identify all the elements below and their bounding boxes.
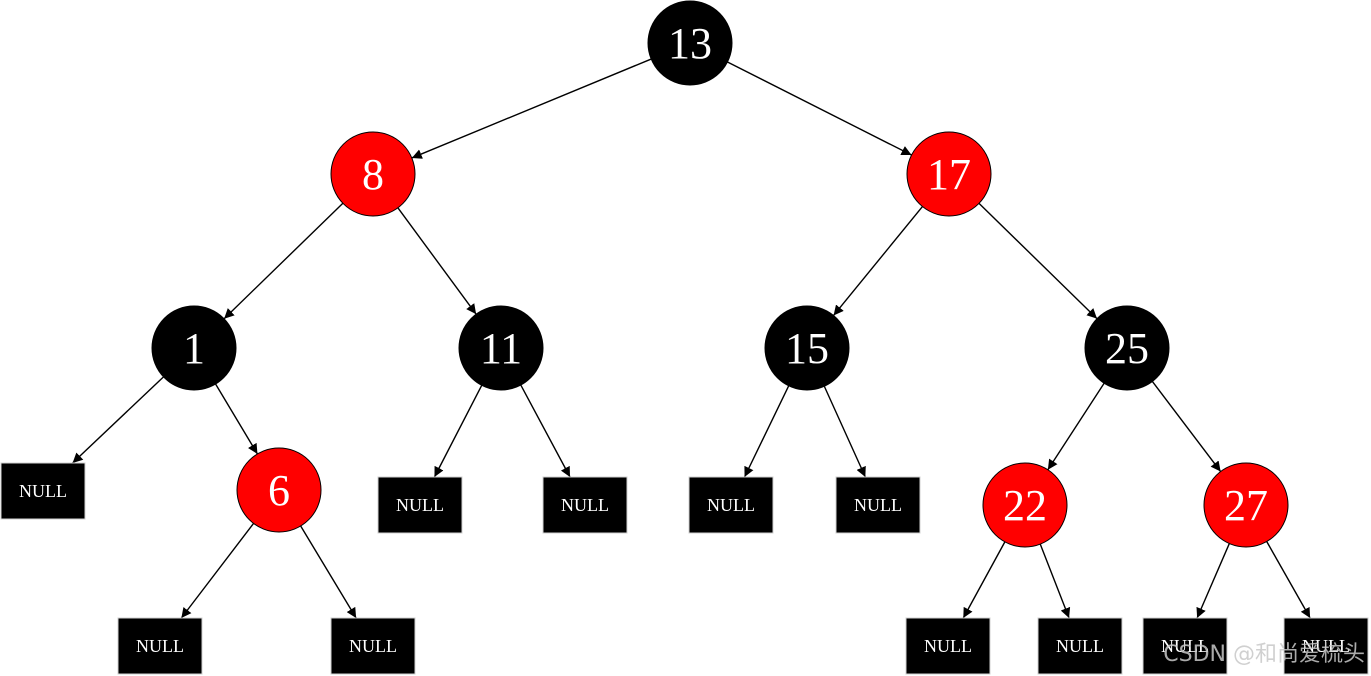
node-circle xyxy=(458,305,544,391)
node-circle xyxy=(330,131,416,217)
tree-node-n27: 27 xyxy=(1203,462,1289,548)
edge-n8-n11 xyxy=(397,207,477,315)
null-label: NULL xyxy=(349,636,397,656)
edges-layer xyxy=(72,58,1311,619)
edge-n11-null11R xyxy=(520,384,571,478)
edge-n27-null27L xyxy=(1196,543,1230,619)
null-box xyxy=(117,617,203,675)
tree-node-n6: 6 xyxy=(236,447,322,533)
node-label: 8 xyxy=(362,150,384,199)
null-label: NULL xyxy=(561,495,609,515)
null-label: NULL xyxy=(924,636,972,656)
node-circle xyxy=(1203,462,1289,548)
node-label: 15 xyxy=(785,324,829,373)
null-label: NULL xyxy=(396,495,444,515)
null-leaf-null22L: NULL xyxy=(905,617,991,675)
null-box xyxy=(688,476,774,534)
edge-n1-null1L xyxy=(72,376,164,464)
null-leaf-null15R: NULL xyxy=(835,476,921,534)
node-label: 11 xyxy=(480,324,522,373)
edge-n25-n27 xyxy=(1151,381,1222,472)
null-leaf-null6L: NULL xyxy=(117,617,203,675)
node-label: 27 xyxy=(1224,481,1268,530)
node-label: 25 xyxy=(1105,324,1149,373)
tree-node-n1: 1 xyxy=(151,305,237,391)
edge-n27-null27R xyxy=(1266,541,1311,619)
node-circle xyxy=(236,447,322,533)
node-circle xyxy=(764,305,850,391)
null-leaf-null11L: NULL xyxy=(377,476,463,534)
null-box xyxy=(1037,617,1123,675)
tree-node-n15: 15 xyxy=(764,305,850,391)
node-circle xyxy=(906,131,992,217)
watermark-text: CSDN @和尚爱梳头 xyxy=(1163,642,1365,667)
edge-n15-null15L xyxy=(743,385,790,478)
null-box xyxy=(0,462,86,520)
edge-n17-n15 xyxy=(833,206,923,316)
null-label: NULL xyxy=(1302,636,1350,656)
edge-n6-null6L xyxy=(180,522,255,619)
tree-node-n13: 13 xyxy=(647,0,733,86)
null-box xyxy=(330,617,416,675)
tree-node-n11: 11 xyxy=(458,305,544,391)
null-box xyxy=(1142,617,1228,675)
edge-n22-null22L xyxy=(962,541,1006,619)
null-box xyxy=(377,476,463,534)
null-label: NULL xyxy=(1056,636,1104,656)
edge-n11-null11L xyxy=(433,385,483,478)
null-label: NULL xyxy=(136,636,184,656)
edge-n13-n17 xyxy=(727,61,912,156)
null-box xyxy=(542,476,628,534)
edge-n25-n22 xyxy=(1047,382,1105,471)
tree-node-n25: 25 xyxy=(1084,305,1170,391)
null-label: NULL xyxy=(854,495,902,515)
null-leaf-null1L: NULL xyxy=(0,462,86,520)
node-circle xyxy=(647,0,733,86)
null-leaf-null27L: NULL xyxy=(1142,617,1228,675)
null-box xyxy=(905,617,991,675)
node-circle xyxy=(982,462,1068,548)
null-leaf-null6R: NULL xyxy=(330,617,416,675)
node-label: 13 xyxy=(668,19,712,68)
node-label: 17 xyxy=(927,150,971,199)
null-leaf-null27R: NULL xyxy=(1283,617,1369,675)
edge-n17-n25 xyxy=(978,202,1098,320)
null-leaf-null11R: NULL xyxy=(542,476,628,534)
edge-n15-null15R xyxy=(823,385,866,478)
tree-node-n17: 17 xyxy=(906,131,992,217)
node-label: 6 xyxy=(268,466,290,515)
node-circle xyxy=(1084,305,1170,391)
edge-n1-n6 xyxy=(214,383,259,455)
null-label: NULL xyxy=(1161,636,1209,656)
null-box xyxy=(1283,617,1369,675)
null-leaf-null15L: NULL xyxy=(688,476,774,534)
null-label: NULL xyxy=(707,495,755,515)
tree-node-n8: 8 xyxy=(330,131,416,217)
edge-n8-n1 xyxy=(223,202,344,320)
null-leaf-null22R: NULL xyxy=(1037,617,1123,675)
null-label: NULL xyxy=(19,481,67,501)
edge-n13-n8 xyxy=(411,58,652,159)
edge-n6-null6R xyxy=(300,525,357,619)
node-label: 22 xyxy=(1003,481,1047,530)
edge-n22-null22R xyxy=(1039,543,1071,619)
tree-node-n22: 22 xyxy=(982,462,1068,548)
null-box xyxy=(835,476,921,534)
node-label: 1 xyxy=(183,324,205,373)
node-circle xyxy=(151,305,237,391)
